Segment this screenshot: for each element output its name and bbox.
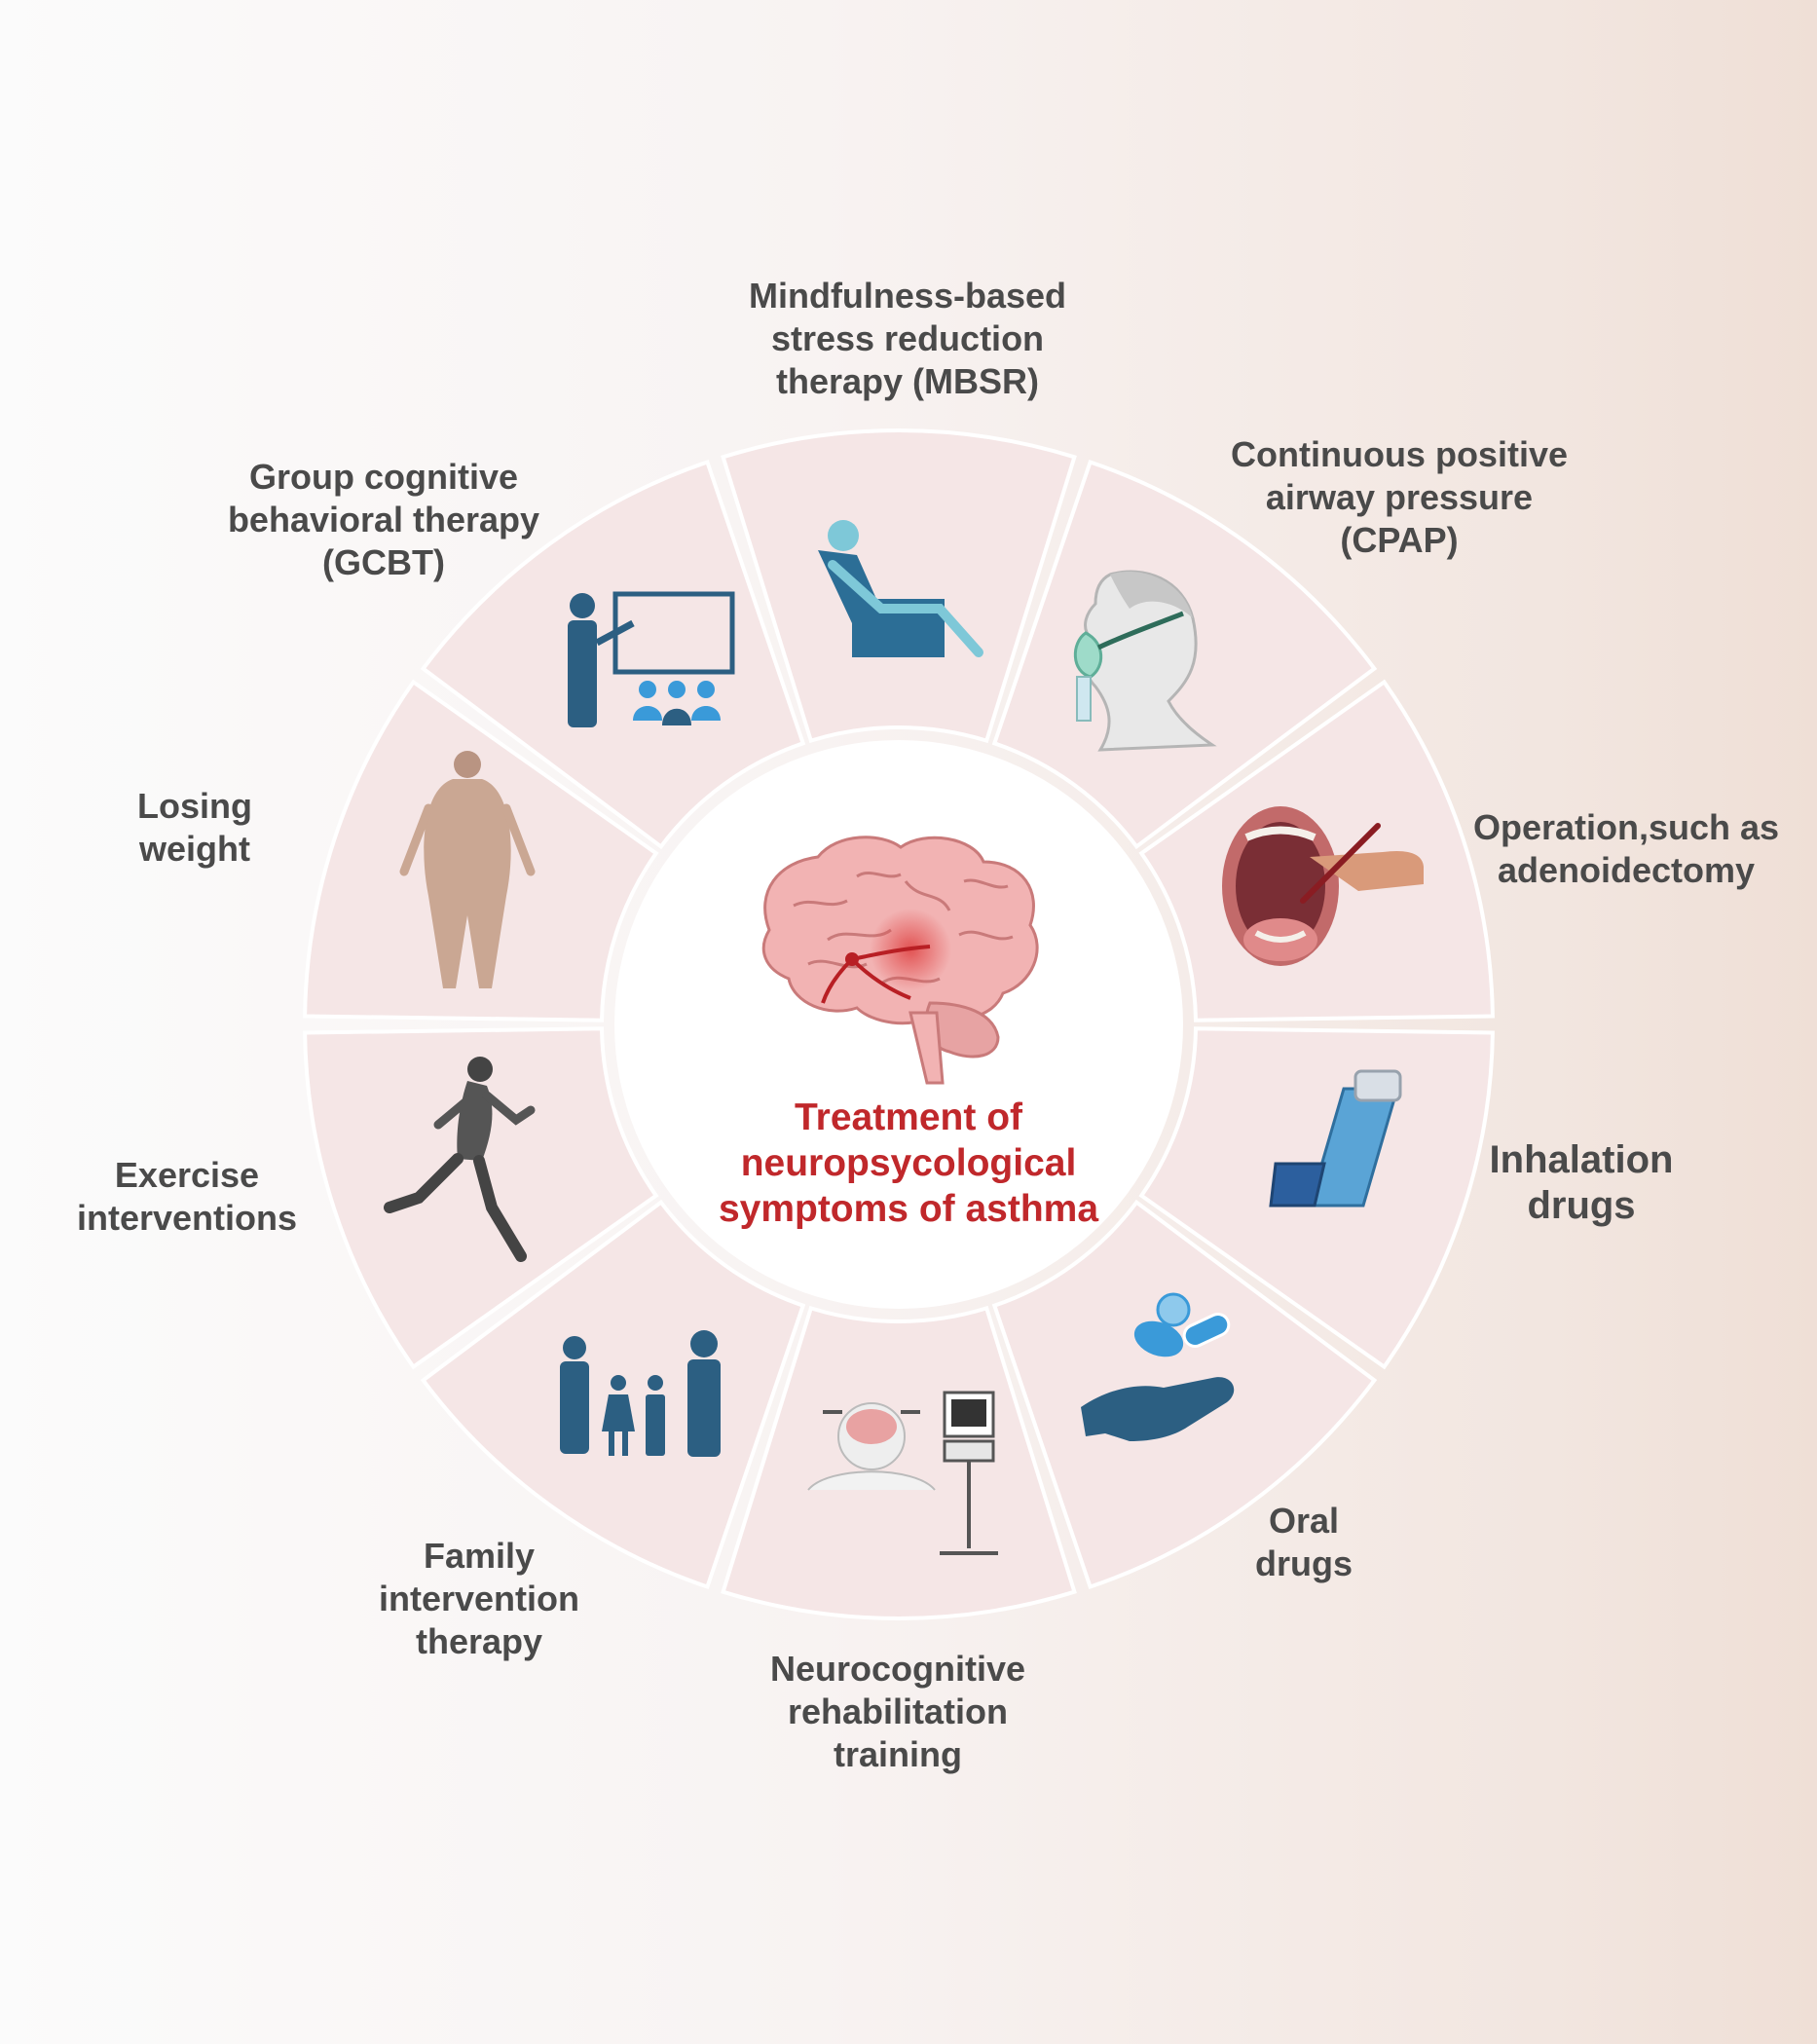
armchair-relax-icon: [818, 520, 983, 657]
label-line: weight: [139, 829, 250, 869]
label-line: stress reduction: [770, 318, 1045, 358]
label-exercise: Exercise interventions: [0, 1154, 391, 1240]
overweight-person-icon: [399, 751, 536, 988]
family-icon: [560, 1330, 721, 1457]
runner-icon: [384, 1057, 536, 1262]
brain-stimulation-icon: [807, 1391, 998, 1555]
center-title-line: Treatment of: [794, 1096, 1023, 1138]
label-line: drugs: [1527, 1184, 1636, 1227]
label-line: Group cognitive: [248, 457, 518, 497]
wheel-segments: [303, 428, 1495, 1620]
pills-hand-icon: [1081, 1292, 1235, 1441]
label-line: rehabilitation: [787, 1691, 1009, 1731]
label-line: therapy: [415, 1621, 543, 1661]
label-line: (GCBT): [322, 542, 445, 582]
inhaler-icon: [1269, 1069, 1402, 1208]
label-family: Family intervention therapy: [275, 1535, 684, 1663]
label-line: Inhalation: [1489, 1138, 1674, 1181]
label-line: interventions: [76, 1198, 298, 1238]
label-line: Oral: [1268, 1501, 1340, 1541]
label-line: drugs: [1254, 1543, 1353, 1583]
label-cpap: Continuous positive airway pressure (CPA…: [1195, 433, 1604, 562]
segment-mbsr: [721, 428, 1077, 744]
label-line: Neurocognitive: [769, 1649, 1026, 1689]
label-operation: Operation,such as adenoidectomy: [1422, 806, 1817, 892]
cpap-mask-icon: [1073, 570, 1217, 752]
label-line: Operation,such as: [1472, 807, 1780, 847]
label-line: therapy (MBSR): [775, 361, 1040, 401]
label-line: airway pressure: [1265, 477, 1534, 517]
brain-icon: [761, 836, 1039, 1085]
open-mouth-surgery-icon: [1222, 806, 1424, 966]
label-line: Losing: [137, 786, 252, 826]
label-line: Exercise: [114, 1155, 260, 1195]
label-oral: Oral drugs: [1099, 1500, 1508, 1585]
label-mbsr: Mindfulness-based stress reduction thera…: [703, 275, 1112, 403]
group-presentation-icon: [568, 591, 735, 727]
label-inhalation: Inhalation drugs: [1377, 1137, 1786, 1229]
center-title: Treatment of neuropsycological symptoms …: [616, 1095, 1201, 1232]
label-line: Family: [423, 1536, 536, 1576]
label-gcbt: Group cognitive behavioral therapy (GCBT…: [179, 456, 588, 584]
label-line: (CPAP): [1340, 520, 1459, 560]
label-neurocognitive: Neurocognitive rehabilitation training: [693, 1648, 1102, 1776]
label-line: training: [834, 1734, 962, 1774]
label-line: Continuous positive: [1231, 434, 1568, 474]
label-weight: Losing weight: [0, 785, 399, 871]
label-line: behavioral therapy: [227, 500, 540, 539]
label-line: intervention: [378, 1579, 579, 1618]
label-line: adenoidectomy: [1497, 850, 1756, 890]
segment-exercise: [303, 1026, 659, 1370]
segment-neurocognitive: [721, 1305, 1077, 1620]
label-line: Mindfulness-based: [748, 276, 1067, 316]
center-title-line: neuropsycological: [740, 1142, 1077, 1184]
segment-icons: [384, 520, 1424, 1555]
center-title-line: symptoms of asthma: [718, 1188, 1099, 1230]
